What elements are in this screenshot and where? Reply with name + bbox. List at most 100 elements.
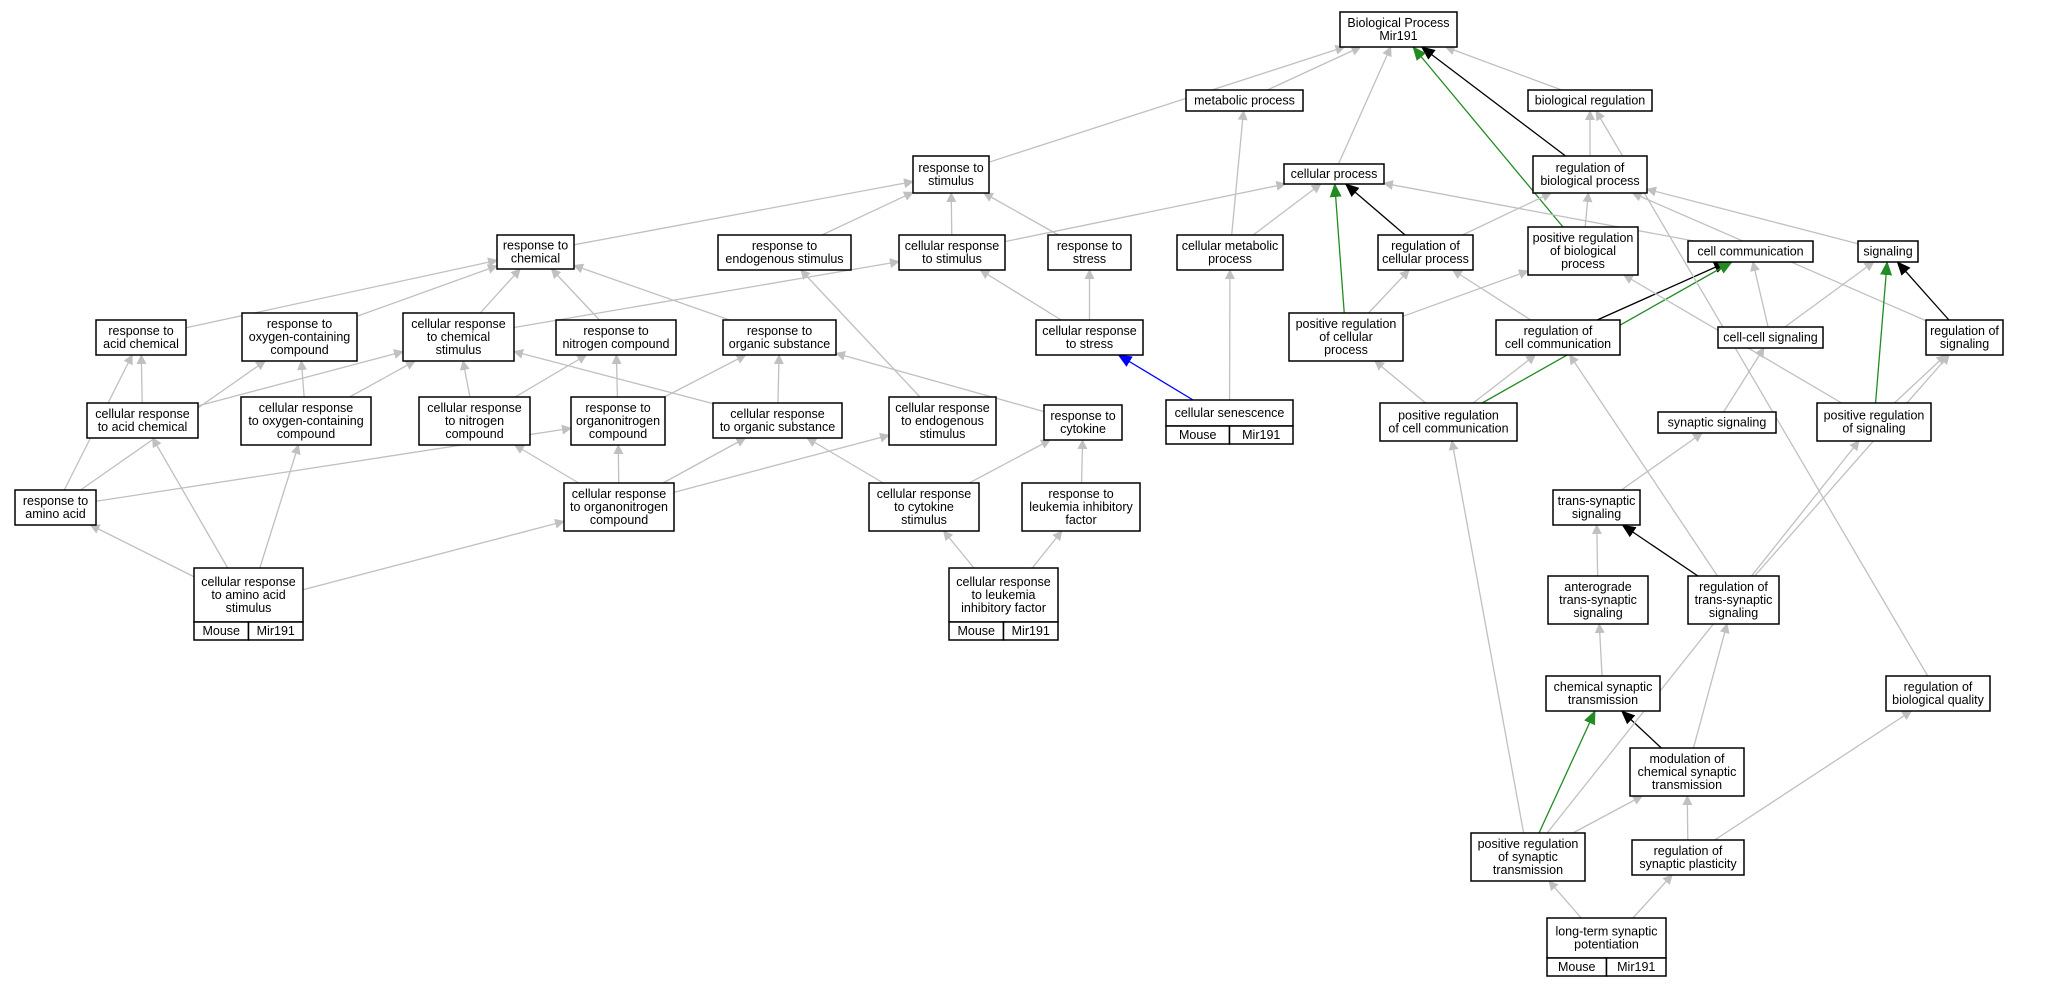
node-label-line: positive regulation <box>1478 837 1579 851</box>
edge-is-a-cellresporgn-to-cellrespendo <box>673 432 890 494</box>
node-box <box>241 312 358 362</box>
node-label-line: modulation of <box>1649 752 1725 766</box>
node-box <box>1377 234 1474 271</box>
node-label-line: compound <box>589 427 647 441</box>
edge-is-a-respleuk-to-respcyto <box>1077 439 1088 484</box>
edge-is-a-cellrespnitro-to-respnitro <box>514 354 588 398</box>
node-label-line: response to <box>752 239 817 253</box>
edge-line <box>1077 439 1088 484</box>
edge-line <box>185 257 498 329</box>
edge-line <box>1117 354 1194 401</box>
edge-is-a-cellrespleuk-to-cellrespcyto <box>943 530 975 569</box>
edge-regulates-regcell-to-cellproc <box>1344 183 1406 236</box>
node-label-line: of cell communication <box>1388 422 1508 436</box>
node-cellcell[interactable]: cell-cell signaling <box>1717 326 1824 349</box>
edge-is-a-ltp-to-posregsyn <box>1548 880 1582 919</box>
node-cellproc[interactable]: cellular process <box>1283 163 1385 185</box>
node-metabolic[interactable]: metabolic process <box>1185 89 1304 112</box>
edge-line <box>1252 183 1322 236</box>
edge-line <box>1344 183 1406 236</box>
tag-label: Mir191 <box>1242 428 1280 442</box>
edge-is-a-resporg-to-respchem <box>573 263 730 321</box>
node-box <box>868 482 980 532</box>
edge-line <box>979 269 1062 321</box>
node-label-line: of signaling <box>1842 422 1905 436</box>
tag-cell <box>1605 957 1667 977</box>
edge-line <box>1596 261 1728 321</box>
edge-line <box>1548 880 1582 919</box>
node-label-line: stimulus <box>901 513 947 527</box>
edge-line <box>1784 261 1875 328</box>
node-cellcomm[interactable]: cell communication <box>1687 240 1814 263</box>
node-label-line: process <box>1324 343 1368 357</box>
edge-is-a-cellrespcyto-to-cellresporg <box>806 437 884 484</box>
edge-is-a-cellcell-to-signaling <box>1784 261 1875 328</box>
edge-is-a-regtrans-to-regsig <box>1754 354 1950 577</box>
node-label-line: endogenous stimulus <box>725 252 843 266</box>
edge-is-a-respstim-to-bp <box>988 45 1346 163</box>
edge-is-a-posregcell-to-posregbio <box>1402 269 1529 317</box>
tag-label: Mouse <box>1179 428 1217 442</box>
tag-label: Mouse <box>1558 960 1596 974</box>
edge-line <box>1031 530 1063 569</box>
node-bioreg[interactable]: biological regulation <box>1527 89 1653 112</box>
edge-line <box>197 349 404 407</box>
node-label-line: trans-synaptic <box>1695 593 1773 607</box>
node-box <box>1035 319 1144 356</box>
edge-is-a-respendo-to-respstim <box>821 191 914 236</box>
node-label-line: cell communication <box>1505 337 1611 351</box>
node-synsig[interactable]: synaptic signaling <box>1657 411 1777 434</box>
node-label-line: response to <box>1050 409 1115 423</box>
node-label-line: to oxygen-containing <box>248 414 363 428</box>
node-signaling[interactable]: signaling <box>1857 240 1919 263</box>
node-label-line: long-term synaptic <box>1555 925 1657 939</box>
edge-line <box>800 269 921 398</box>
node-box <box>1185 89 1304 112</box>
node-box <box>1470 832 1586 882</box>
